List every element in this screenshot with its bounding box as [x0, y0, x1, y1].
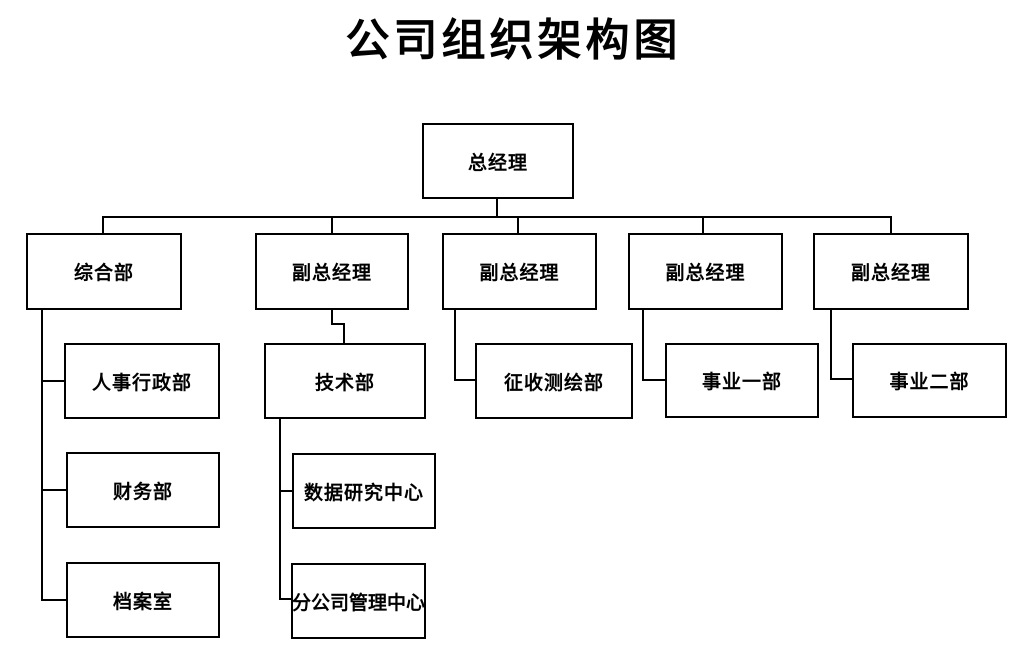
org-node-technology-dept: 技术部 [264, 343, 426, 419]
connector-line [102, 216, 104, 233]
connector-line [331, 323, 345, 325]
org-node-label: 副总经理 [291, 262, 372, 284]
connector-line [41, 599, 66, 601]
org-node-data-research-center: 数据研究中心 [292, 453, 436, 529]
org-node-deputy-gm-3: 副总经理 [628, 233, 783, 310]
org-node-label: 总经理 [467, 151, 528, 174]
connector-line [890, 216, 892, 233]
org-node-label: 副总经理 [665, 262, 746, 284]
org-node-business-dept-2: 事业二部 [852, 343, 1007, 418]
org-node-deputy-gm-1: 副总经理 [255, 233, 409, 310]
org-node-label: 数据研究中心 [303, 481, 424, 504]
connector-line [642, 379, 665, 381]
connector-line [343, 323, 345, 343]
connector-line [517, 216, 519, 233]
org-node-label: 分公司管理中心 [292, 591, 426, 614]
org-node-label: 副总经理 [479, 262, 560, 284]
org-node-label: 事业二部 [889, 371, 970, 393]
org-node-label: 档案室 [112, 590, 173, 613]
connector-line [331, 216, 333, 233]
org-node-hr-admin-dept: 人事行政部 [64, 343, 220, 419]
connector-line [454, 310, 456, 381]
connector-line [830, 378, 852, 380]
org-node-business-dept-1: 事业一部 [665, 343, 819, 418]
org-node-label: 财务部 [112, 480, 173, 503]
org-node-finance-dept: 财务部 [66, 452, 220, 528]
connector-line [702, 216, 704, 233]
org-node-comprehensive-dept: 综合部 [26, 233, 182, 310]
connector-line [830, 310, 832, 380]
org-node-label: 综合部 [73, 262, 134, 284]
org-node-deputy-gm-2: 副总经理 [442, 233, 597, 310]
connector-line [279, 598, 291, 600]
org-node-archives-room: 档案室 [66, 562, 220, 638]
org-node-deputy-gm-4: 副总经理 [813, 233, 969, 310]
org-node-levy-surveying-dept: 征收测绘部 [475, 343, 633, 419]
connector-line [279, 419, 281, 600]
connector-line [102, 216, 892, 218]
org-node-label: 副总经理 [850, 262, 931, 284]
connector-line [279, 490, 292, 492]
connector-line [496, 199, 498, 218]
org-node-general-manager: 总经理 [422, 123, 574, 199]
connector-line [41, 380, 64, 382]
org-node-label: 事业一部 [701, 371, 782, 393]
org-node-label: 技术部 [314, 371, 375, 394]
connector-line [454, 379, 475, 381]
org-node-label: 征收测绘部 [503, 371, 604, 394]
connector-line [331, 310, 333, 325]
org-node-branch-management-center: 分公司管理中心 [291, 563, 426, 639]
org-node-label: 人事行政部 [91, 371, 192, 394]
connector-line [41, 310, 43, 601]
connector-line [41, 489, 66, 491]
connector-line [642, 310, 644, 381]
diagram-title: 公司组织架构图 [345, 15, 682, 66]
